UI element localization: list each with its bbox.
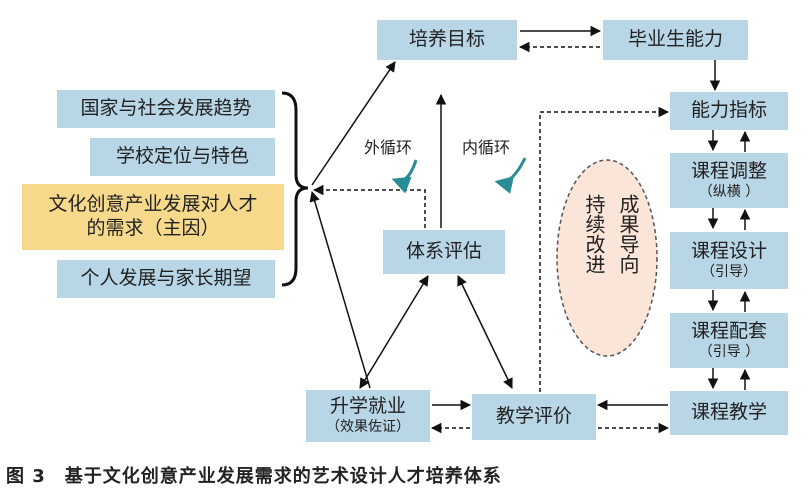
factor-personal-parents: 个人发展与家长期望 xyxy=(57,260,275,298)
inner-loop-arrow xyxy=(494,157,527,194)
outer-loop-arrow xyxy=(391,159,418,194)
factor-industry-demand: 文化创意产业发展对人才 的需求（主因） xyxy=(22,184,284,250)
arrow-career-to-factors xyxy=(309,190,371,389)
factors-brace xyxy=(281,91,309,287)
node-training-goal: 培养目标 xyxy=(377,20,517,60)
arrow-evaluation-to-indicator xyxy=(539,106,670,392)
inner-loop-label: 内循环 xyxy=(462,138,511,157)
factor-national-trend: 国家与社会发展趋势 xyxy=(57,90,275,128)
node-further-study-employment: 升学就业 （效果佐证） xyxy=(306,390,430,442)
arrow-assess-career xyxy=(359,275,429,389)
ellipse-continuous-improvement: 持续改进 xyxy=(582,194,606,274)
continuous-improvement-ellipse xyxy=(556,159,658,357)
node-teaching-evaluation: 教学评价 xyxy=(472,394,596,440)
node-course-design: 课程设计 （引导） xyxy=(670,232,788,289)
factor-school-positioning: 学校定位与特色 xyxy=(90,138,275,176)
arrow-factors-to-goal xyxy=(311,61,396,186)
ellipse-outcome-oriented: 成果导向 xyxy=(616,194,640,274)
arrow-assess-evaluation xyxy=(457,275,513,389)
outer-loop-label: 外循环 xyxy=(364,138,413,157)
node-graduate-ability: 毕业生能力 xyxy=(603,20,748,60)
node-ability-indicator: 能力指标 xyxy=(670,92,788,130)
node-course-teaching: 课程教学 xyxy=(670,391,788,435)
node-course-adjust: 课程调整 （纵横 ） xyxy=(670,153,788,208)
arrow-assess-to-factors xyxy=(312,184,426,228)
node-course-support: 课程配套 （引导 ） xyxy=(670,313,788,368)
node-system-assessment: 体系评估 xyxy=(383,230,505,274)
figure-caption: 图 3 基于文化创意产业发展需求的艺术设计人才培养体系 xyxy=(6,466,502,487)
